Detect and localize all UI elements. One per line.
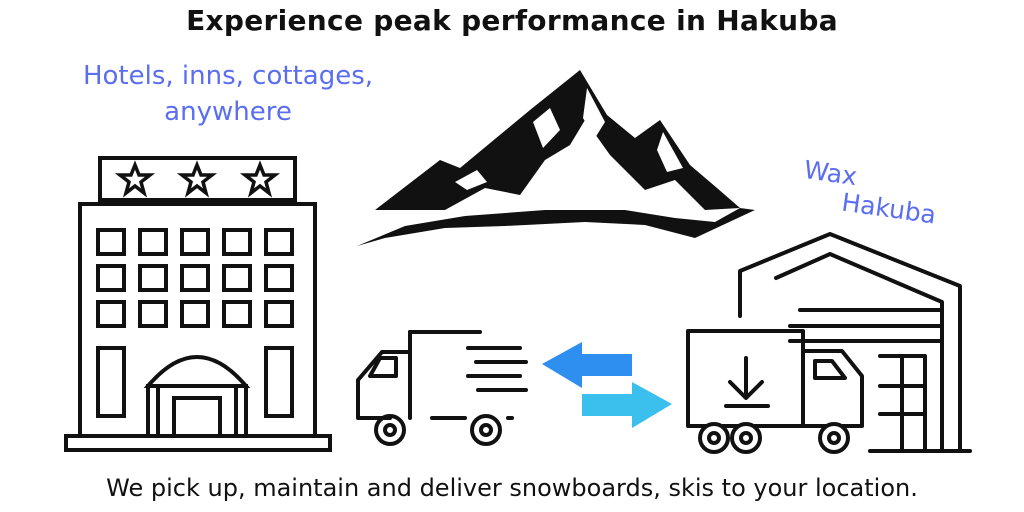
hotels-caption: Hotels, inns, cottages, anywhere [48, 58, 408, 130]
hotels-caption-line1: Hotels, inns, cottages, [82, 61, 374, 91]
arrow-right-icon [582, 382, 672, 428]
page-headline: Experience peak performance in Hakuba [186, 4, 838, 37]
exchange-arrows-icon [542, 342, 672, 428]
brand-label: Wax Hakuba [798, 155, 941, 230]
arrow-left-icon [542, 342, 632, 388]
hotels-caption-line2: anywhere [164, 97, 292, 127]
mountain-icon [357, 70, 755, 246]
brand-line2: Hakuba [839, 187, 938, 230]
warehouse-truck-icon [686, 232, 972, 454]
delivery-truck-icon [356, 330, 528, 446]
hotel-icon [64, 156, 332, 452]
footer-tagline: We pick up, maintain and deliver snowboa… [106, 474, 918, 502]
